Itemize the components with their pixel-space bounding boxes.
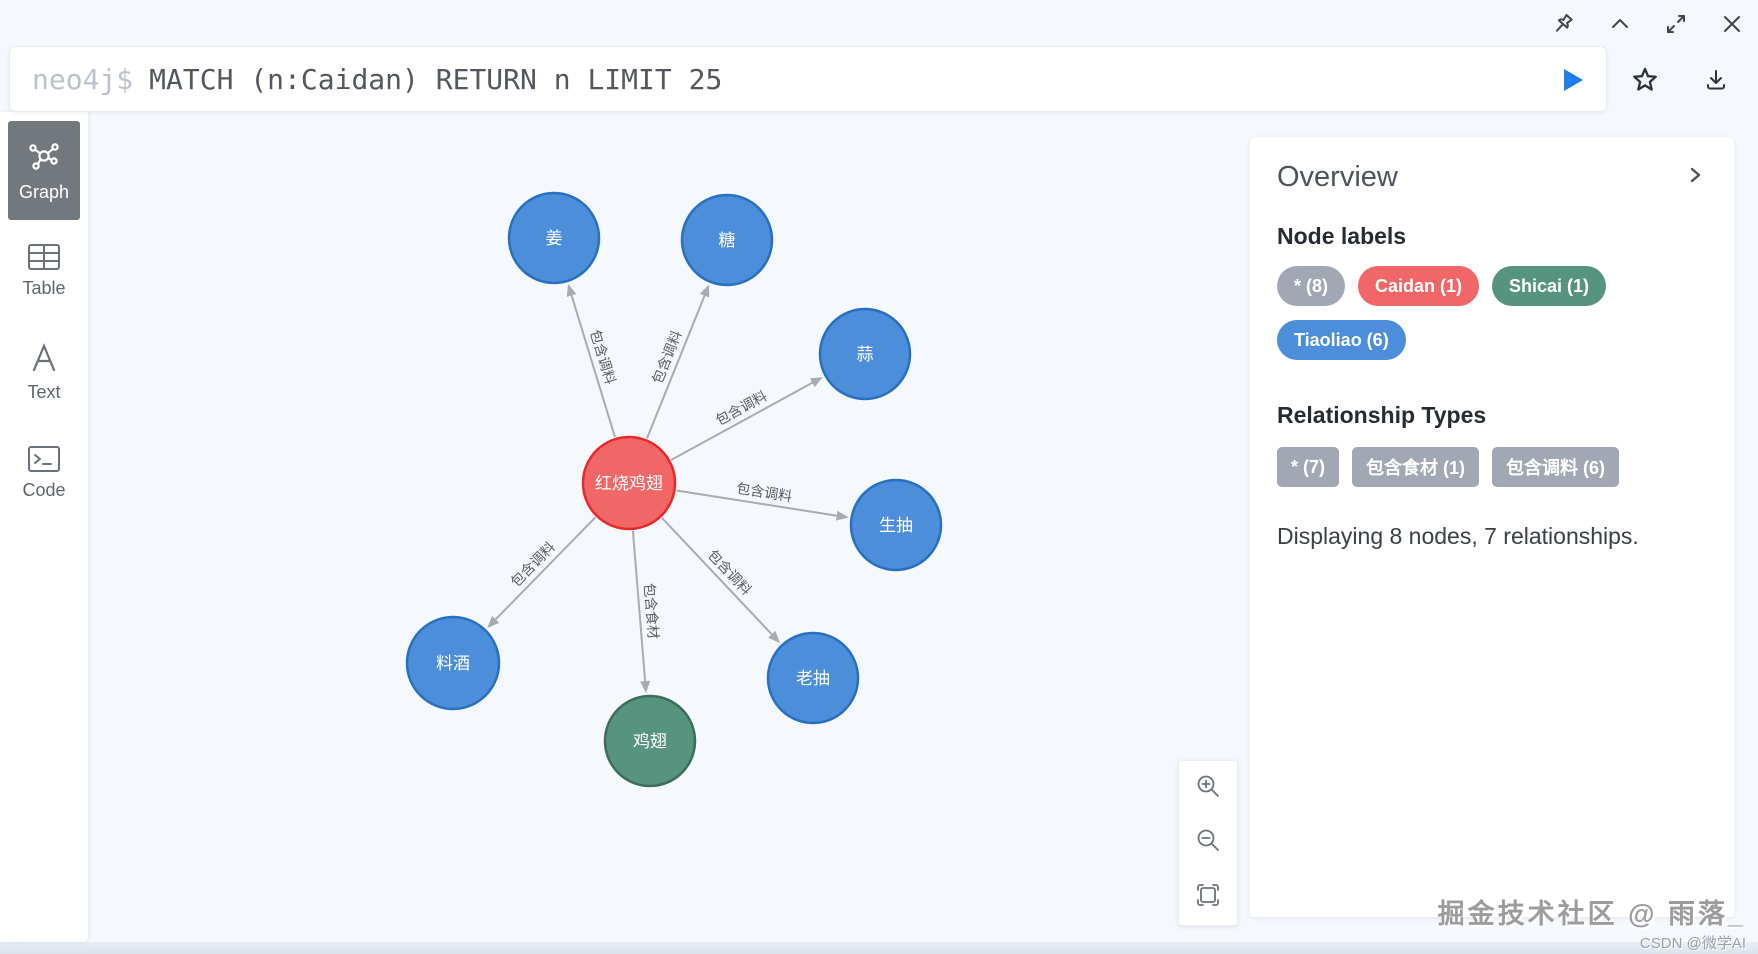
edge-label: 包含调料 — [587, 328, 619, 386]
graph-edge-hongshaojichi-liaojiu[interactable]: 包含调料 — [487, 516, 597, 628]
collapse-panel-button[interactable] — [1682, 164, 1708, 190]
graph-node-jichi[interactable]: 鸡翅 — [603, 694, 697, 788]
favorite-query-button[interactable] — [1628, 65, 1662, 99]
pin-icon — [1551, 12, 1575, 41]
node-label-pill-row: * (8) Caidan (1) Shicai (1) Tiaoliao (6) — [1277, 266, 1677, 360]
overview-panel: Overview Node labels * (8) Caidan (1) Sh… — [1250, 137, 1734, 917]
node-label: 生抽 — [879, 516, 913, 535]
sidebar-item-label: Text — [27, 382, 61, 402]
node-label-pill[interactable]: Tiaoliao (6) — [1277, 320, 1406, 360]
sidebar-item-label: Graph — [18, 181, 70, 202]
text-view-icon — [27, 341, 61, 375]
node-label-pill[interactable]: * (8) — [1277, 266, 1346, 306]
code-view-icon — [27, 445, 61, 473]
expand-frame-button[interactable] — [1660, 10, 1692, 42]
node-label: 姜 — [546, 229, 563, 248]
relationship-type-badge[interactable]: 包含调料 (6) — [1492, 447, 1620, 487]
zoom-in-button[interactable] — [1179, 761, 1237, 815]
sidebar-item-label: Table — [22, 278, 66, 298]
download-icon — [1702, 66, 1730, 99]
graph-edge-hongshaojichi-suan[interactable]: 包含调料 — [670, 377, 823, 461]
graph-edge-hongshaojichi-shengchou[interactable]: 包含调料 — [676, 478, 849, 521]
overview-title: Overview — [1277, 160, 1398, 193]
star-icon — [1631, 66, 1659, 99]
sidebar-item-table[interactable]: Table — [0, 243, 88, 299]
cypher-editor[interactable]: neo4j$ MATCH (n:Caidan) RETURN n LIMIT 2… — [9, 46, 1607, 112]
node-label: 老抽 — [796, 669, 830, 688]
relationship-badge-row: * (7) 包含食材 (1) 包含调料 (6) — [1277, 447, 1708, 487]
node-label: 红烧鸡翅 — [595, 474, 663, 493]
graph-node-laochou[interactable]: 老抽 — [766, 631, 860, 725]
close-icon — [1720, 12, 1744, 41]
node-label: 蒜 — [857, 345, 874, 364]
table-view-icon — [27, 243, 61, 271]
relationship-types-heading: Relationship Types — [1277, 402, 1487, 428]
chevron-up-icon — [1608, 12, 1632, 41]
zoom-out-button[interactable] — [1179, 816, 1237, 870]
relationship-type-badge[interactable]: 包含食材 (1) — [1352, 447, 1480, 487]
node-label-pill[interactable]: Shicai (1) — [1492, 266, 1607, 306]
sidebar-item-text[interactable]: Text — [0, 341, 88, 403]
pin-frame-button[interactable] — [1547, 10, 1579, 42]
node-label: 糖 — [719, 231, 736, 250]
graph-node-tang[interactable]: 糖 — [680, 193, 774, 287]
zoom-controls — [1178, 760, 1238, 926]
run-query-button[interactable] — [1555, 65, 1589, 99]
sidebar-item-label: Code — [22, 480, 66, 500]
display-status: Displaying 8 nodes, 7 relationships. — [1277, 523, 1639, 549]
cypher-query-text: MATCH (n:Caidan) RETURN n LIMIT 25 — [149, 62, 723, 96]
graph-edge-hongshaojichi-laochou[interactable]: 包含调料 — [661, 517, 781, 644]
download-result-button[interactable] — [1699, 65, 1733, 99]
play-icon — [1558, 66, 1586, 99]
graph-node-liaojiu[interactable]: 料酒 — [405, 615, 501, 711]
sidebar-item-code[interactable]: Code — [0, 445, 88, 501]
node-label: 料酒 — [436, 654, 470, 673]
zoom-to-fit-button[interactable] — [1179, 871, 1237, 925]
node-labels-heading: Node labels — [1277, 223, 1407, 249]
result-view-sidebar: Graph Table Text — [0, 112, 88, 942]
relationship-type-badge[interactable]: * (7) — [1277, 447, 1340, 487]
edge-label: 包含食材 — [641, 582, 661, 639]
chevron-right-icon — [1686, 166, 1704, 189]
collapse-frame-button[interactable] — [1604, 10, 1636, 42]
graph-node-suan[interactable]: 蒜 — [818, 307, 912, 401]
graph-node-jiang[interactable]: 姜 — [507, 191, 601, 285]
zoom-to-fit-icon — [1195, 882, 1221, 913]
graph-edge-hongshaojichi-jiang[interactable]: 包含调料 — [566, 283, 621, 438]
graph-edge-hongshaojichi-tang[interactable]: 包含调料 — [646, 284, 710, 439]
graph-node-hongshaojichi[interactable]: 红烧鸡翅 — [581, 435, 677, 531]
graph-node-shengchou[interactable]: 生抽 — [849, 478, 943, 572]
expand-icon — [1664, 12, 1688, 41]
node-label-pill[interactable]: Caidan (1) — [1358, 266, 1480, 306]
graph-view-icon — [26, 139, 62, 175]
editor-prompt: neo4j$ — [32, 62, 134, 96]
bottom-strip — [0, 942, 1758, 954]
zoom-in-icon — [1195, 773, 1221, 804]
node-label: 鸡翅 — [633, 732, 667, 751]
zoom-out-icon — [1195, 827, 1221, 858]
sidebar-item-graph[interactable]: Graph — [8, 121, 80, 220]
graph-edge-hongshaojichi-jichi[interactable]: 包含食材 — [631, 530, 664, 694]
close-frame-button[interactable] — [1716, 10, 1748, 42]
